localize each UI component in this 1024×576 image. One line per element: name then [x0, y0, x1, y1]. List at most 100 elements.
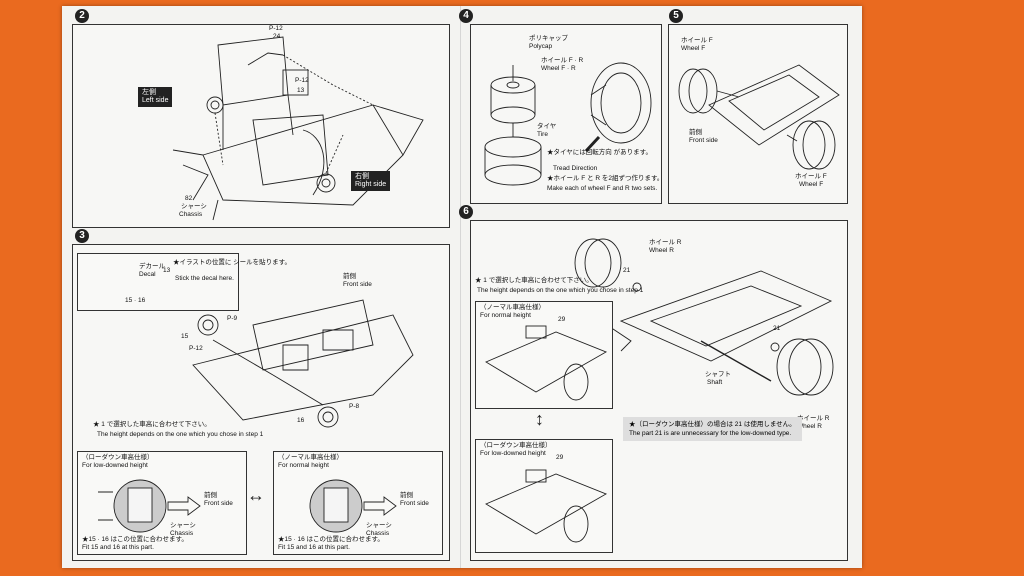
inset-front-en: Front side — [204, 500, 233, 507]
p-ref-1: P-12 — [269, 25, 283, 32]
normal-en: For normal height — [480, 312, 531, 319]
tread-en: Tread Direction — [553, 165, 598, 172]
fit-jp: ★15 · 16 はこの位置に合わせます。 — [278, 536, 384, 543]
part-82: 82 — [185, 195, 193, 202]
low-jp: （ローダウン車高仕様） — [82, 454, 154, 461]
part-15: 15 — [181, 333, 189, 340]
p-9: P-9 — [227, 315, 238, 322]
low-en: For low-downed height — [480, 450, 546, 457]
right-side-jp: 右側 — [355, 173, 369, 180]
low-en: For low-downed height — [82, 462, 148, 469]
decal-en: Decal — [139, 271, 156, 278]
p-8: P-8 — [349, 403, 360, 410]
front-side-en: Front side — [343, 281, 372, 288]
front-side-jp: 前側 — [343, 273, 356, 280]
polycap-jp: ポリキャップ — [529, 35, 568, 42]
step-number: 4 — [459, 9, 473, 23]
height-note-en: The height depends on the one which you … — [97, 431, 264, 438]
low-height-inset: （ローダウン車高仕様） For low-downed height 29 — [475, 439, 613, 553]
right-side-en: Right side — [355, 181, 387, 188]
fit-jp: ★15 · 16 はこの位置に合わせます。 — [82, 536, 188, 543]
wheel-top-en: Wheel R — [649, 247, 674, 254]
step-3-panel: 3 デカール Decal 13 ★イラストの位置に シールを貼ります。 Stic… — [72, 229, 450, 561]
polycap-en: Polycap — [529, 43, 553, 50]
step-6-panel: 6 ホイール R Wheel R 21 21 ★ 1 で選択した車高に合わせて下… — [459, 205, 848, 561]
part-29: 29 — [558, 316, 566, 323]
tread-jp: ★タイヤには回転方向 があります。 — [547, 149, 652, 156]
wheel-top-jp: ホイール R — [649, 239, 682, 246]
front-wheel-illustration — [678, 64, 840, 170]
chassis-en: Chassis — [179, 211, 203, 218]
low-jp: （ローダウン車高仕様） — [480, 442, 552, 449]
normal-jp: （ノーマル車高仕様） — [480, 304, 545, 311]
normal-height-inset: （ノーマル車高仕様） For normal height 29 — [475, 301, 613, 409]
page-fold — [460, 6, 461, 568]
wheel-top-en: Wheel F — [681, 45, 706, 52]
unnecessary-en: The part 21 is are unnecessary for the l… — [629, 430, 792, 437]
part-16: 16 — [297, 417, 305, 424]
decal-note-jp: ★イラストの位置に シールを貼ります。 — [173, 259, 292, 266]
step-4-panel: 4 ポリキャップ Polycap ホイール F · R Wheel F · R … — [459, 9, 663, 204]
part-24: 24 — [273, 33, 281, 40]
step-number: 3 — [75, 229, 89, 243]
step-number: 5 — [669, 9, 683, 23]
swap-arrow-icon: ↕ — [535, 409, 544, 429]
chassis-illustration — [172, 36, 424, 221]
swap-arrow-icon: ↔ — [247, 485, 265, 505]
normal-height-car — [485, 325, 608, 401]
step-5-panel: 5 ホイール F Wheel F 前側 Front side ホイール F Wh… — [668, 9, 848, 204]
decal-inset — [77, 253, 239, 311]
left-side-label: 左側 Left side — [138, 87, 173, 107]
part-21-right: 21 — [773, 325, 781, 332]
chassis-jp: シャーシ — [181, 203, 207, 210]
step-number: 6 — [459, 205, 473, 219]
normal-en: For normal height — [278, 462, 329, 469]
front-jp: 前側 — [689, 129, 702, 136]
p-12: P-12 — [189, 345, 203, 352]
front-en: Front side — [689, 137, 718, 144]
tire-jp: タイヤ — [537, 123, 557, 130]
wheel-bottom-jp: ホイール F — [795, 173, 827, 180]
inset-chassis-jp: シャーシ — [366, 522, 392, 529]
inset-front-jp: 前側 — [400, 492, 413, 499]
unnecessary-note: ★（ローダウン車高仕様）の場合は 21 は使用しません。 The part 21… — [623, 417, 802, 441]
decal-note-en: Stick the decal here. — [175, 275, 234, 282]
wheel-top-jp: ホイール F — [681, 37, 713, 44]
low-height-inset: （ローダウン車高仕様） For low-downed height 前側 Fro… — [77, 451, 247, 555]
part-29: 29 — [556, 454, 564, 461]
parts-15-16: 15 · 16 — [125, 297, 146, 304]
height-note-jp: ★ 1 で選択した車高に合わせて下さい。 — [475, 277, 593, 284]
height-note-en: The height depends on the one which you … — [477, 287, 644, 294]
normal-height-detail — [309, 479, 397, 533]
right-side-label: 右側 Right side — [351, 171, 391, 191]
left-side-jp: 左側 — [142, 89, 156, 96]
inset-front-en: Front side — [400, 500, 429, 507]
wheel-jp: ホイール F · R — [541, 57, 584, 64]
wheel-right-jp: ホイール R — [797, 415, 830, 422]
normal-height-inset: （ノーマル車高仕様） For normal height 前側 Front si… — [273, 451, 443, 555]
decal-jp: デカール — [139, 263, 165, 270]
inset-chassis-en: Chassis — [366, 530, 390, 537]
wheel-en: Wheel F · R — [541, 65, 576, 72]
tire-en: Tire — [537, 131, 548, 138]
wheel-bottom-en: Wheel F — [799, 181, 824, 188]
inset-chassis-en: Chassis — [170, 530, 194, 537]
decal-part: 13 — [163, 267, 171, 274]
inset-front-jp: 前側 — [204, 492, 217, 499]
wheel-tire-illustration — [484, 62, 652, 186]
step-2-panel: 2 左側 Left side 右側 Right side 24 P-12 P-1… — [72, 9, 450, 228]
part-21-top: 21 — [623, 267, 631, 274]
height-note-jp: ★ 1 で選択した車高に合わせて下さい。 — [93, 421, 211, 428]
shaft-jp: シャフト — [705, 371, 731, 378]
unnecessary-jp: ★（ローダウン車高仕様）の場合は 21 は使用しません。 — [629, 421, 796, 428]
normal-jp: （ノーマル車高仕様） — [278, 454, 343, 461]
low-height-detail — [98, 479, 201, 533]
part-13: 13 — [297, 87, 305, 94]
p-ref-2: P-12 — [295, 77, 309, 84]
fit-en: Fit 15 and 16 at this part. — [278, 544, 350, 551]
shaft-en: Shaft — [707, 379, 723, 386]
wheel-right-en: Wheel R — [797, 423, 822, 430]
inset-chassis-jp: シャーシ — [170, 522, 196, 529]
left-side-en: Left side — [142, 97, 169, 104]
step-number: 2 — [75, 9, 89, 23]
